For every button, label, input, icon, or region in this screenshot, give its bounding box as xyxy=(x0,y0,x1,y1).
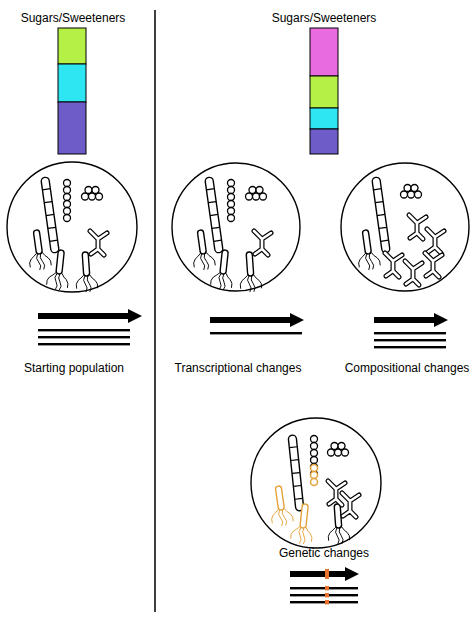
bar-segment xyxy=(310,108,338,129)
transcript-line xyxy=(210,332,302,334)
transcript-line xyxy=(38,329,130,331)
caption: Genetic changes xyxy=(254,546,394,560)
coccus xyxy=(311,472,318,479)
branched-cell xyxy=(405,261,422,285)
cocci-cluster xyxy=(82,187,103,201)
circle-outline xyxy=(7,162,137,292)
gene-arrow xyxy=(374,313,448,327)
bar-segment xyxy=(58,102,86,154)
branched-cell xyxy=(385,253,402,277)
transcript-line xyxy=(290,587,358,589)
flagellated-rod xyxy=(189,229,216,272)
rod-chain xyxy=(205,177,223,253)
transcript-line xyxy=(374,346,446,348)
mutant-rod xyxy=(267,485,294,528)
sugar-bar xyxy=(58,28,86,154)
transcript-line xyxy=(290,601,358,603)
bar-segment xyxy=(310,28,338,76)
branched-cell xyxy=(427,229,444,253)
cocci-cluster xyxy=(328,443,349,457)
rod-chain xyxy=(41,177,59,253)
cocci-chain xyxy=(228,180,235,222)
mutant-rod xyxy=(290,503,316,545)
bar-segment xyxy=(310,76,338,108)
gene-arrow xyxy=(210,313,304,327)
flagellated-rod xyxy=(326,503,350,544)
flagellated-rod xyxy=(210,249,236,291)
transcript-line xyxy=(374,339,446,341)
gene-arrows xyxy=(38,309,448,603)
branched-cell xyxy=(90,231,107,255)
population-circle xyxy=(251,418,381,548)
cocci-chain xyxy=(311,436,318,478)
coccus xyxy=(311,479,318,486)
transcript-line xyxy=(374,332,446,334)
bar-segment xyxy=(310,129,338,154)
mutation-marks xyxy=(325,569,329,604)
flagellated-rod xyxy=(238,251,262,292)
coccus xyxy=(311,465,318,472)
gene-arrow xyxy=(38,309,142,323)
caption: Starting population xyxy=(1,361,147,375)
rod-chain xyxy=(372,177,390,253)
mutation-mark xyxy=(325,593,329,597)
mutation-mark xyxy=(325,586,329,590)
sugar-bar xyxy=(310,28,338,154)
transcript-line xyxy=(38,343,130,345)
branched-cell xyxy=(409,215,426,239)
rod-chain xyxy=(288,435,304,511)
caption: Transcriptional changes xyxy=(160,361,316,375)
transcript-line xyxy=(38,336,130,338)
flagellated-rod xyxy=(354,229,381,272)
cocci-cluster xyxy=(246,187,267,201)
divider-line xyxy=(154,10,156,612)
population-circle xyxy=(7,162,137,293)
transcript-line xyxy=(290,594,358,596)
population-circle xyxy=(172,163,300,293)
circle-outline xyxy=(251,418,381,548)
heading: Sugars/Sweeteners xyxy=(3,11,143,25)
branched-cell xyxy=(425,253,442,277)
mutant-cocci xyxy=(311,465,318,486)
gene-arrow xyxy=(290,567,359,581)
branched-cell xyxy=(254,231,271,255)
population-circle xyxy=(341,163,469,291)
flagellated-rod xyxy=(25,229,52,272)
flagellated-rod xyxy=(74,251,98,292)
bar-segment xyxy=(58,28,86,64)
circle-outline xyxy=(341,163,469,291)
bar-segment xyxy=(58,64,86,102)
circle-outline xyxy=(172,163,300,291)
mutation-mark xyxy=(325,569,329,579)
caption: Compositional changes xyxy=(340,361,474,375)
cocci-chain xyxy=(64,180,71,222)
flagellated-rod xyxy=(46,249,72,291)
mutation-mark xyxy=(325,600,329,604)
heading: Sugars/Sweeteners xyxy=(254,11,394,25)
branched-cell xyxy=(342,493,359,517)
cocci-cluster xyxy=(401,185,422,199)
